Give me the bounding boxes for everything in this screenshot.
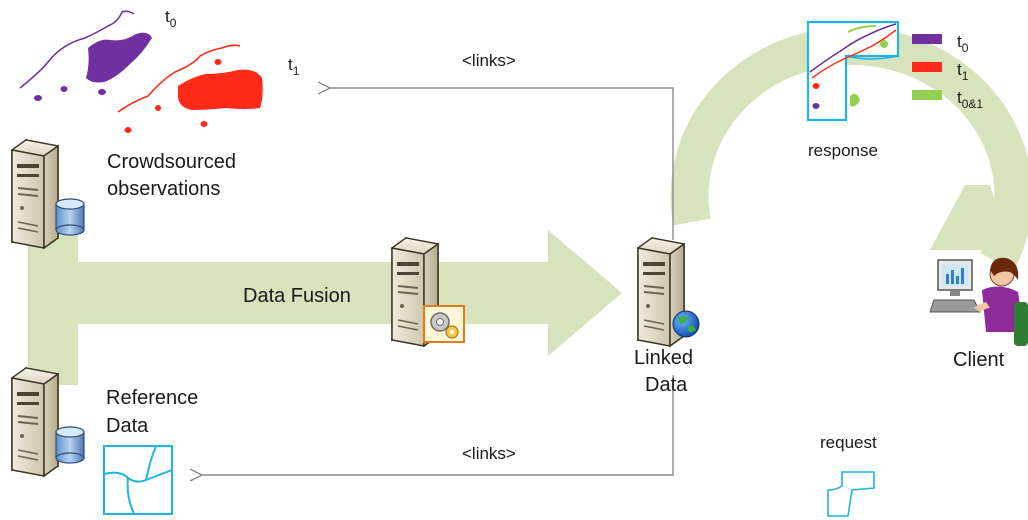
database-icon (55, 198, 85, 236)
legend-swatch-t0 (912, 34, 942, 44)
links-line-bottom (202, 375, 674, 475)
links-label-bottom: <links> (462, 444, 516, 463)
time-label-t0: t0 (165, 7, 177, 30)
legend-label-t0and1: t0&1 (957, 88, 983, 111)
links-label-top: <links> (462, 51, 516, 70)
response-label: response (808, 141, 878, 160)
legend-swatch-t0and1 (912, 90, 942, 100)
time-label-t1: t1 (288, 55, 300, 78)
globe-icon (672, 310, 700, 338)
legend-swatch-t1 (912, 62, 942, 72)
crowdsourced-server-icon (11, 139, 85, 249)
crowdsourced-label-line1: Crowdsourced (107, 151, 236, 173)
linked-data-label-line1: Linked (634, 347, 693, 369)
reference-server-icon (11, 367, 85, 477)
request-label: request (820, 433, 877, 452)
response-map-sketch (806, 20, 900, 122)
linked-data-label-line2: Data (645, 374, 688, 396)
links-line-top (330, 88, 674, 240)
reference-map-sketch (103, 445, 173, 515)
crowdsourced-label-line2: observations (107, 178, 220, 200)
legend-label-t1: t1 (957, 60, 969, 83)
fusion-server-icon (391, 237, 465, 347)
legend-item-t0: t0 (912, 32, 969, 55)
observation-t1-sketch (117, 44, 263, 133)
gear-icon (423, 305, 465, 343)
legend-label-t0: t0 (957, 32, 969, 55)
linked-data-server-icon (637, 237, 700, 347)
client-label: Client (953, 349, 1005, 371)
legend-item-t0and1: t0&1 (912, 88, 983, 111)
legend-item-t1: t1 (912, 60, 969, 83)
observation-t0-sketch (19, 10, 152, 101)
reference-label-line2: Data (106, 415, 149, 437)
data-fusion-label: Data Fusion (243, 285, 351, 307)
reference-label-line1: Reference (106, 387, 198, 409)
legend: t0 t1 t0&1 (912, 32, 983, 111)
database-icon (55, 426, 85, 464)
request-map-sketch (827, 471, 875, 517)
client-user-icon (929, 257, 1028, 346)
